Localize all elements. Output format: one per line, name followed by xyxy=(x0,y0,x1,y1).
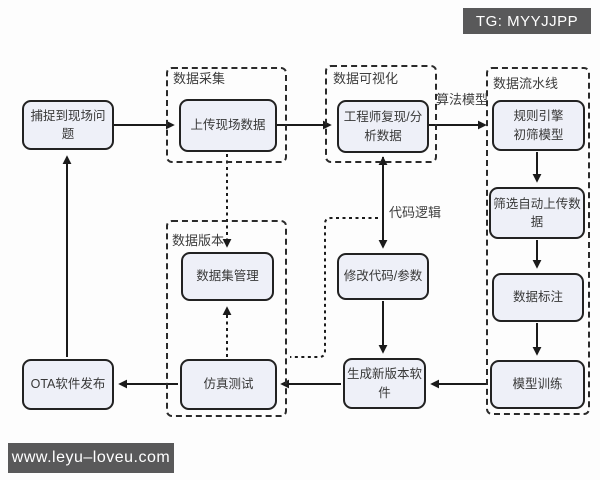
node-new-version: 生成新版本软 件 xyxy=(343,358,426,409)
group-data-pipeline xyxy=(486,67,590,415)
node-upload-data: 上传现场数据 xyxy=(179,99,277,152)
node-ota-release: OTA软件发布 xyxy=(22,359,114,410)
node-simulation-test: 仿真测试 xyxy=(180,359,277,410)
node-data-annotation: 数据标注 xyxy=(492,273,584,322)
node-engineer-analyze: 工程师复现/分 析数据 xyxy=(337,100,429,153)
site-badge: www.leyu–loveu.com xyxy=(8,443,174,473)
group-label-data-collection: 数据采集 xyxy=(173,71,226,86)
edge-label-algorithm-model: 算法模型 xyxy=(436,92,489,107)
group-data-version xyxy=(166,220,287,417)
node-model-training: 模型训练 xyxy=(490,360,585,409)
node-filter-upload: 筛选自动上传数 据 xyxy=(489,187,585,239)
node-rule-engine: 规则引擎 初筛模型 xyxy=(492,100,585,151)
group-label-data-version: 数据版本 xyxy=(172,233,225,248)
node-capture-issue: 捕捉到现场问题 xyxy=(22,100,114,150)
group-label-data-visualization: 数据可视化 xyxy=(333,71,399,86)
tg-badge: TG: MYYJJPP xyxy=(463,8,591,34)
group-data-collection xyxy=(166,67,287,163)
edge-label-code-logic: 代码逻辑 xyxy=(389,205,442,220)
dashed-codelogic-to-dataversion xyxy=(290,217,378,358)
node-dataset-management: 数据集管理 xyxy=(181,252,274,301)
group-data-visualization xyxy=(325,65,437,163)
node-modify-code: 修改代码/参数 xyxy=(337,253,429,300)
group-label-data-pipeline: 数据流水线 xyxy=(493,76,559,91)
